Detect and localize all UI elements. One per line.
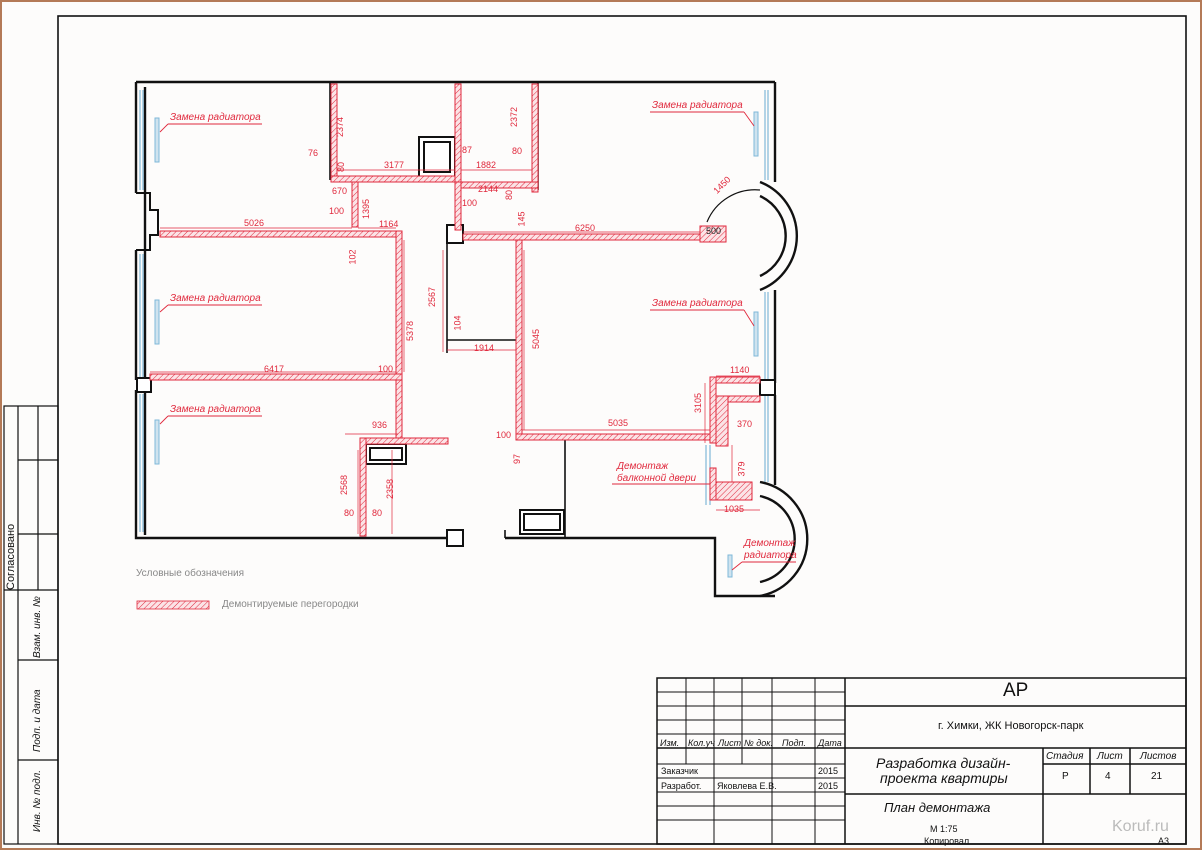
dim-100-c: 100 [378, 364, 394, 374]
note-radiator-2: Замена радиатора [170, 293, 261, 304]
dim-102: 102 [347, 249, 358, 265]
demolished-partitions [149, 83, 761, 537]
dim-6417: 6417 [264, 364, 285, 374]
sheet-title: План демонтажа [884, 800, 991, 815]
exterior-walls [134, 80, 777, 598]
dim-80-d: 80 [344, 508, 355, 518]
dim-1914: 1914 [474, 343, 495, 353]
format-label: А3 [1158, 836, 1170, 846]
hdr-date: Дата [818, 738, 842, 748]
note-radiator-demolish-2: радиатора [744, 550, 797, 561]
bay-window-right-bottom [759, 480, 809, 598]
dim-104: 104 [452, 315, 463, 331]
title-code: AP [1003, 680, 1029, 701]
legend-hatch-sample [136, 600, 210, 610]
dim-100-b: 100 [462, 198, 478, 208]
developer-name: Яковлева Е.В. [717, 781, 777, 791]
watermark: Koruf.ru [1112, 818, 1169, 835]
sheets-value: 21 [1151, 771, 1163, 782]
dim-87: 87 [462, 145, 473, 155]
stage-value: Р [1062, 771, 1069, 782]
dim-370: 370 [737, 419, 753, 429]
dim-100-d: 100 [496, 430, 512, 440]
dim-3105: 3105 [693, 392, 704, 414]
hdr-kol: Кол.уч [688, 738, 715, 748]
stage-label: Стадия [1046, 751, 1084, 762]
dim-1882: 1882 [476, 160, 497, 170]
dim-2358: 2358 [385, 478, 396, 500]
hdr-sign: Подп. [782, 738, 806, 748]
title-block-left-grid [657, 678, 845, 844]
title-block-grid [656, 677, 1187, 845]
scale-label: М 1:75 [930, 824, 958, 834]
dim-379: 379 [736, 461, 747, 477]
developer-label: Разработ. [661, 781, 702, 791]
legend-item-label: Демонтируемые перегородки [222, 599, 359, 610]
side-sign-date-text: Подп. и дата [32, 689, 43, 752]
dim-100-a: 100 [329, 206, 345, 216]
dim-670: 670 [332, 186, 348, 196]
side-stamp [3, 405, 59, 845]
note-radiator-demolish-1: Демонтаж [744, 538, 796, 549]
dim-6250: 6250 [575, 223, 596, 233]
dim-1164: 1164 [379, 219, 399, 229]
dim-1395: 1395 [361, 198, 372, 220]
side-inv-orig-text: Инв. № подл. [32, 770, 43, 832]
dim-97: 97 [512, 453, 523, 465]
window-glazing [139, 90, 769, 532]
dim-1140: 1140 [730, 365, 750, 375]
dim-936: 936 [372, 420, 388, 430]
dim-2567: 2567 [427, 286, 438, 308]
hdr-list: Лист [718, 738, 742, 748]
project-name-line-1: Разработка дизайн- [876, 755, 1011, 771]
project-location: г. Химки, ЖК Новогорск-парк [938, 720, 1084, 732]
project-name-line-2: проекта квартиры [880, 770, 1008, 786]
dim-5035: 5035 [608, 418, 629, 428]
dim-2374: 2374 [335, 116, 346, 138]
dim-500: 500 [706, 226, 722, 236]
dim-5045: 5045 [531, 328, 542, 350]
note-door-demolish-1: Демонтаж [617, 461, 669, 472]
dim-5026: 5026 [244, 218, 265, 228]
sheet-value: 4 [1105, 771, 1111, 782]
bay-window-right-top [706, 180, 799, 292]
radiators [154, 111, 759, 578]
developer-year: 2015 [818, 781, 839, 791]
dim-3177: 3177 [384, 160, 405, 170]
side-agreed-text: Согласовано [5, 524, 17, 590]
sheets-label: Листов [1140, 751, 1177, 762]
dim-76: 76 [308, 148, 319, 158]
customer-label: Заказчик [661, 766, 698, 776]
sheet-label: Лист [1097, 751, 1123, 762]
legend-title: Условные обозначения [136, 568, 245, 579]
note-radiator-4: Замена радиатора [652, 100, 743, 111]
dimension-lines [150, 88, 760, 534]
side-inv-replace-text: Взам. инв. № [32, 596, 43, 658]
note-leaders [159, 111, 796, 571]
dim-80-c: 80 [504, 189, 515, 201]
dim-2372: 2372 [509, 106, 520, 128]
dim-2144: 2144 [478, 184, 499, 194]
note-door-demolish-2: балконной двери [617, 473, 697, 484]
dim-1035: 1035 [724, 504, 745, 514]
copied-label: Копировал [924, 836, 970, 846]
hdr-doc: № док. [744, 738, 773, 748]
dim-80-b: 80 [512, 146, 523, 156]
dim-80-a: 80 [336, 161, 347, 173]
dim-80-e: 80 [372, 508, 383, 518]
dim-5378: 5378 [405, 320, 416, 342]
note-radiator-5: Замена радиатора [652, 298, 743, 309]
dim-2568: 2568 [339, 474, 350, 496]
note-radiator-1: Замена радиатора [170, 112, 261, 123]
dim-145: 145 [516, 211, 527, 227]
customer-year: 2015 [818, 766, 839, 776]
left-niche [136, 192, 159, 251]
note-radiator-3: Замена радиатора [170, 404, 261, 415]
hdr-izm: Изм. [660, 738, 680, 748]
